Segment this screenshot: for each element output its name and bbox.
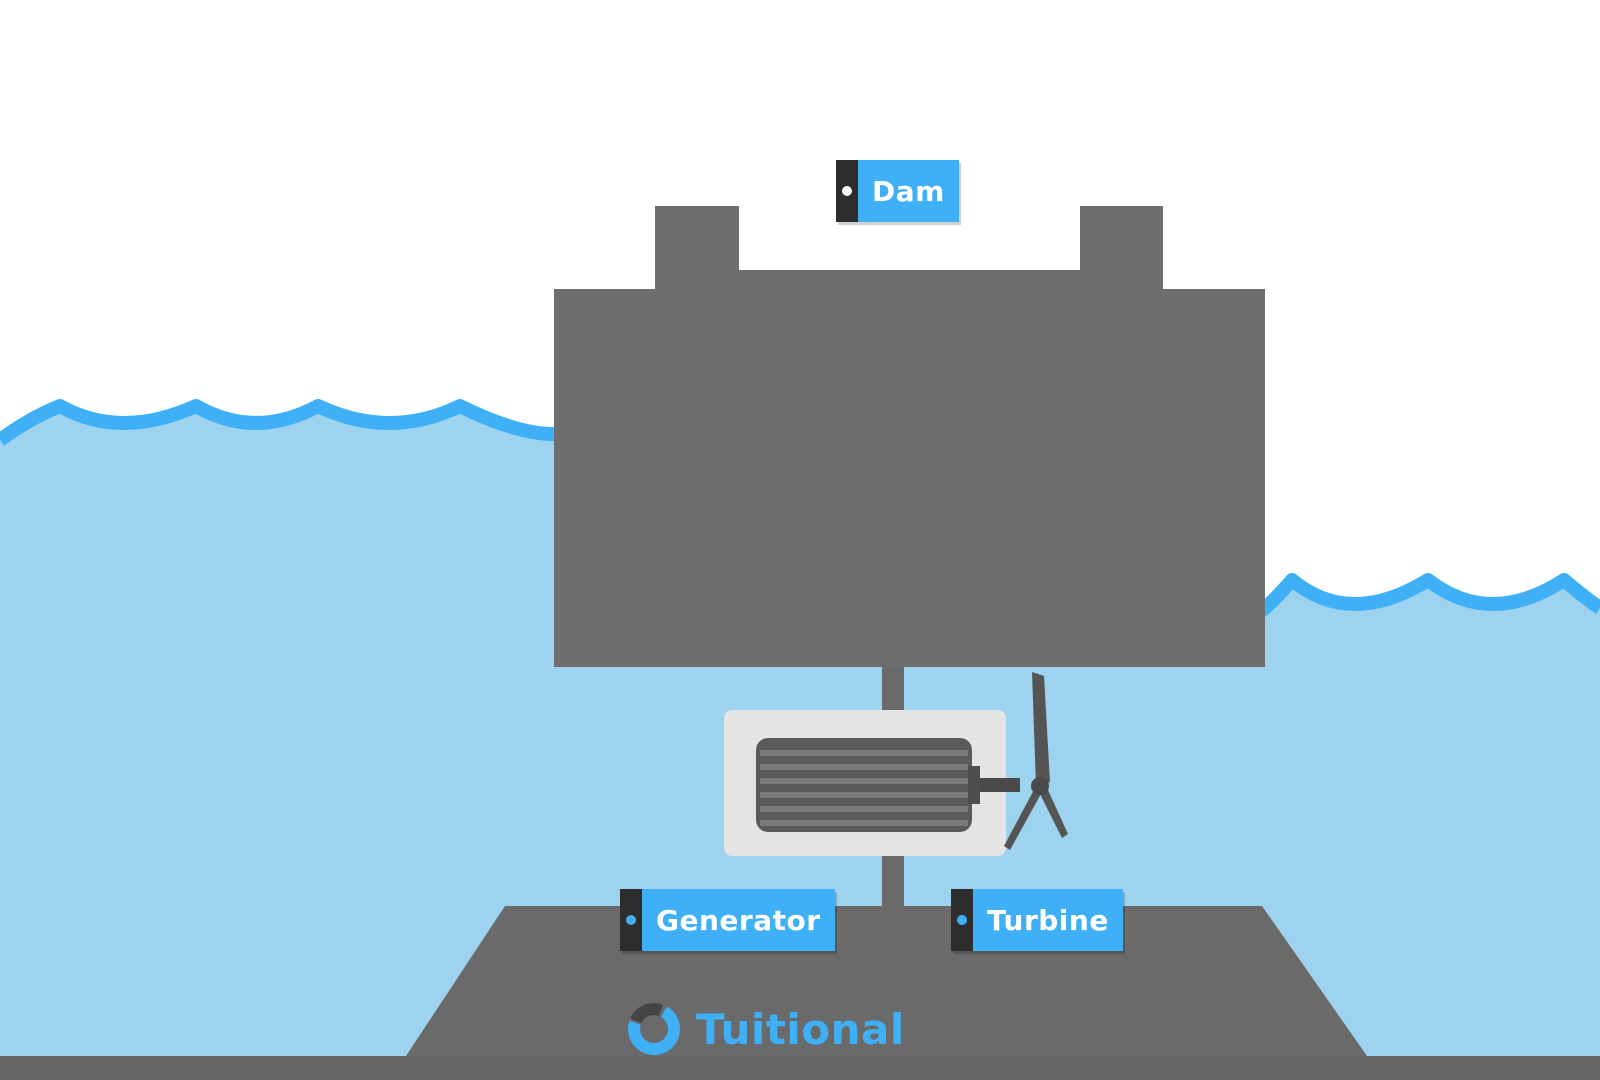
brand: Tuitional [624,996,905,1062]
generator-icon [756,738,1020,832]
tag-dot-icon [626,915,636,925]
brand-name: Tuitional [696,1004,905,1054]
tag-strip [951,889,973,951]
tuitional-ring-logo-icon [628,1003,680,1055]
dam-label: Dam [872,174,945,208]
tag-strip [620,889,642,951]
downstream-water [1260,580,1600,1080]
dam-wall [554,206,1265,667]
ground-strip [0,1056,1600,1080]
upstream-wave-crest [0,399,561,446]
generator-label: Generator [656,903,821,937]
tag-dot-icon [842,186,852,196]
tag-dot-icon [957,915,967,925]
turbine-label: Turbine [987,903,1109,937]
dam-label-tag: Dam [836,160,959,222]
turbine-label-tag: Turbine [951,889,1123,951]
upstream-water [0,406,560,1080]
downstream-wave-crest [1255,573,1600,618]
propeller-icon [1004,672,1068,850]
generator-label-tag: Generator [620,889,835,951]
tag-strip [836,160,858,222]
